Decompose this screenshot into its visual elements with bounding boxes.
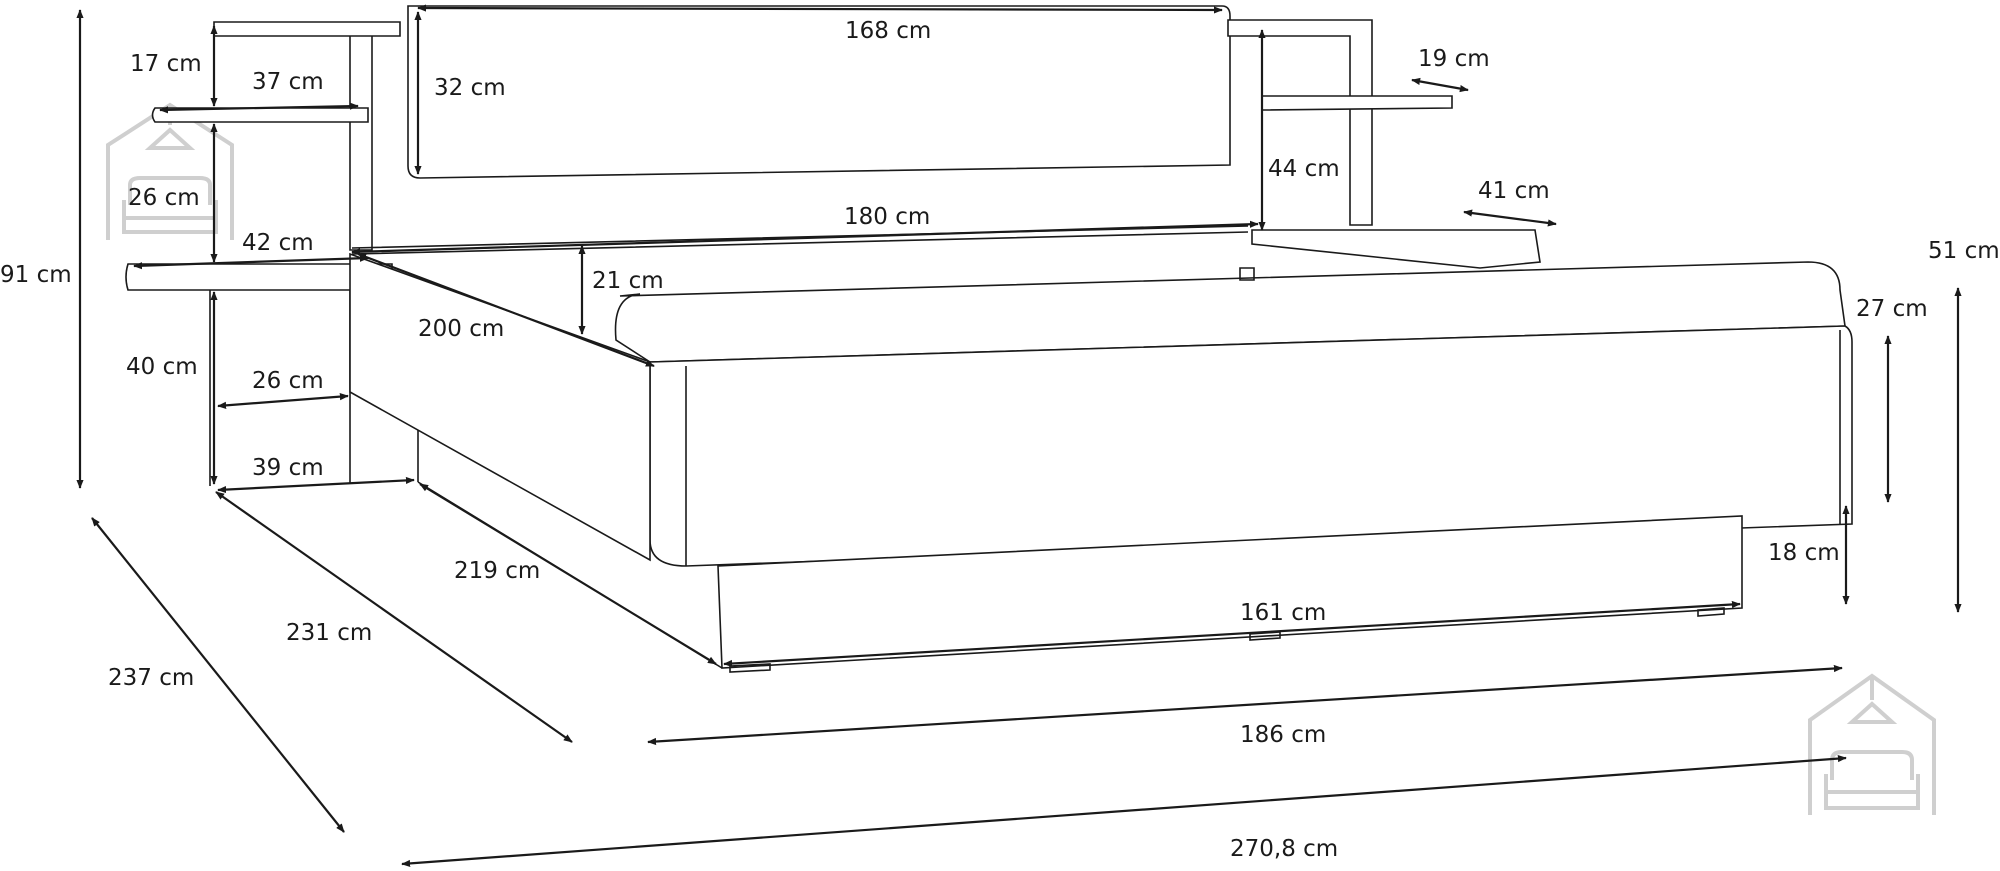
left-upright-post xyxy=(349,29,373,251)
dim-label-219: 219 cm xyxy=(454,558,540,584)
right-upright-post xyxy=(1227,19,1373,226)
house-sofa-watermark-icon xyxy=(1808,673,1936,815)
dim-label-27: 27 cm xyxy=(1856,296,1928,322)
dim-label-26-lower: 26 cm xyxy=(252,368,324,394)
dim-label-26-middle: 26 cm xyxy=(128,185,200,211)
dim-label-19: 19 cm xyxy=(1418,46,1490,72)
frame-bracket xyxy=(1239,267,1255,281)
dimension-labels: 168 cm 32 cm 17 cm 37 cm 19 cm 44 cm 26 … xyxy=(0,18,2000,862)
left-side-frame xyxy=(349,252,651,562)
dim-label-200: 200 cm xyxy=(418,316,504,342)
dim-label-18: 18 cm xyxy=(1768,540,1840,566)
dim-label-21: 21 cm xyxy=(592,268,664,294)
dim-label-17: 17 cm xyxy=(130,51,202,77)
dim-label-51: 51 cm xyxy=(1928,238,2000,264)
dim-label-39: 39 cm xyxy=(252,455,324,481)
bed-drawing xyxy=(125,5,1853,673)
dim-label-231: 231 cm xyxy=(286,620,372,646)
dim-label-44: 44 cm xyxy=(1268,156,1340,182)
dim-label-186: 186 cm xyxy=(1240,722,1326,748)
dim-label-168: 168 cm xyxy=(845,18,931,44)
right-nightstand-shelf xyxy=(1251,229,1541,269)
dim-label-37: 37 cm xyxy=(252,69,324,95)
dimension-arrows xyxy=(76,4,1962,867)
dim-label-161: 161 cm xyxy=(1240,600,1326,626)
left-nightstand-shelf xyxy=(125,263,393,291)
headboard-panel xyxy=(407,5,1231,179)
dim-label-91: 91 cm xyxy=(0,262,72,288)
dim-label-41: 41 cm xyxy=(1478,178,1550,204)
dim-label-270: 270,8 cm xyxy=(1230,836,1338,862)
dim-label-42: 42 cm xyxy=(242,230,314,256)
dim-label-32: 32 cm xyxy=(434,75,506,101)
dim-label-40: 40 cm xyxy=(126,354,198,380)
dim-label-180: 180 cm xyxy=(844,204,930,230)
right-upper-shelf xyxy=(1261,95,1453,111)
dim-label-237: 237 cm xyxy=(108,665,194,691)
left-top-plate xyxy=(213,21,401,37)
bed-frame-back-edge xyxy=(351,225,1249,255)
